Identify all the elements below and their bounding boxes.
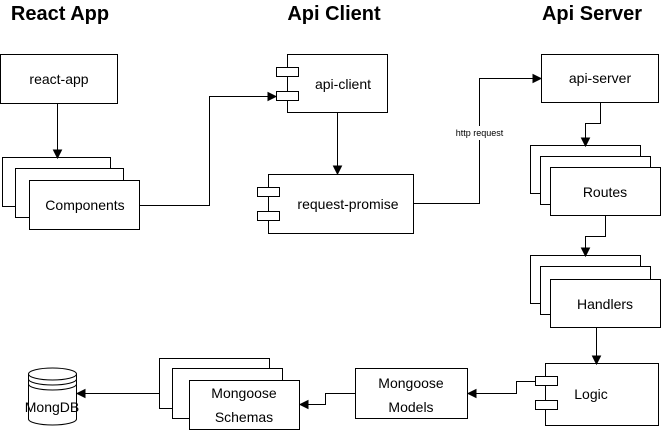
connector-handlers-to-logic [591, 328, 602, 366]
node-api-client-label: api-client [315, 76, 371, 92]
node-api-server[interactable]: api-server [541, 54, 659, 103]
node-routes[interactable]: Routes [530, 145, 661, 216]
component-port-icon [257, 211, 280, 221]
node-mongoose-schemas-label-1: Mongoose [211, 385, 277, 401]
node-mongoose-schemas[interactable]: Mongoose Schemas [159, 358, 300, 430]
node-handlers-label: Handlers [577, 296, 633, 312]
connector-models-to-schemas [298, 393, 355, 410]
node-react-app-label: react-app [29, 71, 88, 87]
node-components[interactable]: Components [2, 157, 140, 230]
component-port-icon [535, 400, 558, 410]
cylinder-band-icon [28, 378, 77, 386]
connector-react-app-to-components [52, 104, 63, 160]
node-request-promise[interactable]: request-promise [257, 174, 414, 234]
title-react-app: React App [11, 3, 109, 25]
connector-logic-to-mongoose-models [466, 381, 536, 399]
node-mongoose-schemas-label-2: Schemas [215, 409, 273, 425]
cylinder-band-icon [28, 383, 77, 391]
connector-routes-to-handlers [580, 216, 606, 258]
node-api-client[interactable]: api-client [276, 54, 388, 113]
connector-components-to-api-client [140, 91, 278, 206]
connector-api-client-to-request-promise [332, 113, 343, 176]
node-mongoose-models-label-2: Models [388, 399, 433, 415]
node-react-app[interactable]: react-app [0, 54, 118, 104]
edge-label-http-request: http request [456, 128, 504, 138]
connector-api-server-to-routes [580, 103, 601, 148]
node-components-label: Components [45, 197, 124, 213]
node-request-promise-label: request-promise [297, 196, 398, 212]
node-api-server-label: api-server [569, 70, 632, 86]
component-port-icon [257, 187, 280, 197]
connector-schemas-to-mongodb [75, 388, 159, 399]
node-mongoose-models[interactable]: Mongoose Models [355, 368, 468, 419]
title-api-client: Api Client [287, 3, 381, 25]
node-logic[interactable]: Logic [535, 363, 659, 426]
component-port-icon [276, 91, 299, 101]
connector-request-promise-to-api-server: http request [414, 73, 543, 204]
component-port-icon [535, 376, 558, 386]
node-mongodb[interactable]: MongDB [25, 367, 79, 426]
node-mongodb-label: MongDB [25, 399, 79, 415]
node-mongoose-models-label-1: Mongoose [378, 375, 444, 391]
node-routes-label: Routes [583, 184, 627, 200]
component-port-icon [276, 67, 299, 77]
node-logic-label: Logic [574, 386, 607, 402]
node-handlers[interactable]: Handlers [530, 255, 661, 328]
title-api-server: Api Server [542, 3, 642, 25]
